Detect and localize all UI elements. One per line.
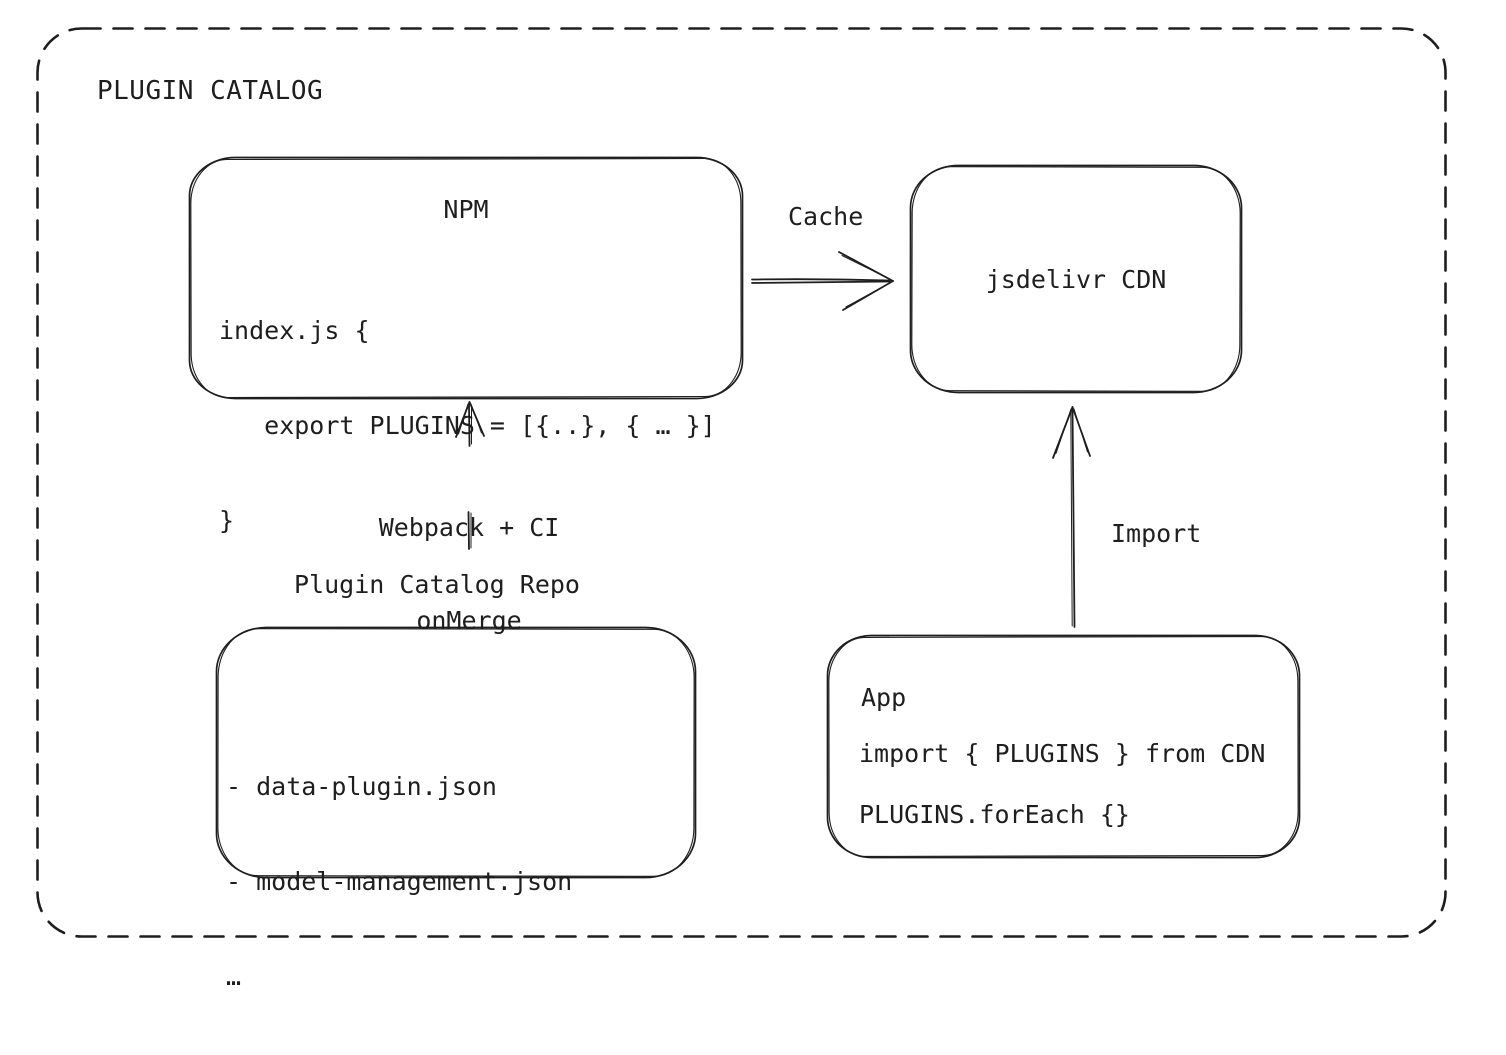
cache-arrow xyxy=(751,251,894,311)
catalog-boundary xyxy=(36,27,1447,938)
diagram-shapes xyxy=(36,27,1447,938)
repo-file-item: - model-management.json xyxy=(226,867,573,896)
repo-file-item: … xyxy=(226,962,242,991)
webpack-ci-arrow xyxy=(455,401,485,550)
cache-edge-label: Cache xyxy=(788,202,864,231)
app-code-foreach: PLUGINS.forEach {} xyxy=(859,800,1130,829)
code-line: } xyxy=(219,506,235,535)
import-arrow xyxy=(1052,406,1091,628)
code-line: export PLUGINS = [{..}, { … }] xyxy=(219,411,716,440)
repo-box xyxy=(215,626,697,879)
import-edge-label: Import xyxy=(1111,519,1202,548)
plugin-catalog-diagram: PLUGIN CATALOG NPM index.js { export PLU… xyxy=(36,27,1447,991)
cdn-box xyxy=(909,164,1243,394)
app-box-title: App xyxy=(861,683,907,712)
app-code-import: import { PLUGINS } from CDN xyxy=(859,739,1266,768)
repo-box-label: Plugin Catalog Repo xyxy=(294,570,580,599)
cdn-box-label: jsdelivr CDN xyxy=(985,265,1167,294)
npm-box-title: NPM xyxy=(443,195,489,224)
npm-code-block: index.js { export PLUGINS = [{..}, { … }… xyxy=(219,252,716,599)
code-line: index.js { xyxy=(219,316,370,345)
webpack-ci-edge-label-line1: Webpack + CI xyxy=(378,513,560,542)
app-box xyxy=(826,634,1301,859)
npm-box xyxy=(188,156,744,400)
webpack-ci-edge-label-line2: onMerge xyxy=(416,606,522,635)
diagram-title: PLUGIN CATALOG xyxy=(97,76,324,106)
webpack-ci-edge-label: Webpack + CI onMerge xyxy=(319,450,619,698)
repo-file-item: - data-plugin.json xyxy=(226,772,497,801)
repo-file-list: - data-plugin.json - model-management.js… xyxy=(226,708,572,1055)
